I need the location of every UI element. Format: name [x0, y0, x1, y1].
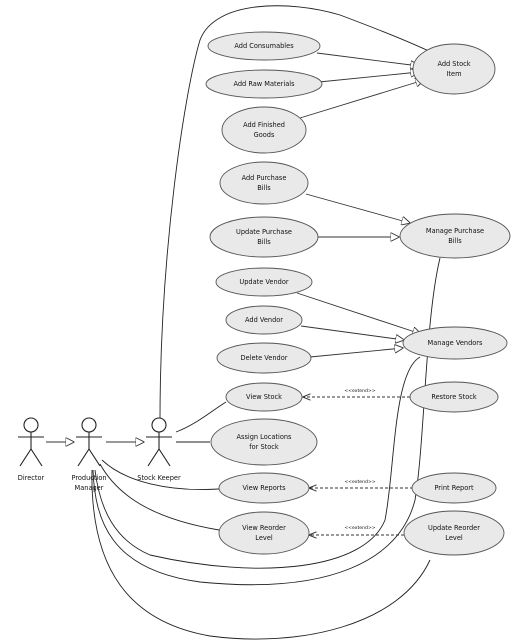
svg-text:Add Consumables: Add Consumables: [234, 42, 294, 50]
actors: Director Production Manager Stock Keeper: [18, 417, 181, 492]
svg-text:Add Vendor: Add Vendor: [245, 316, 283, 324]
svg-text:Manage Purchase: Manage Purchase: [426, 227, 484, 235]
svg-text:Print Report: Print Report: [434, 484, 474, 492]
assoc-stock-keeper-add-stock-item: [159, 5, 451, 421]
svg-text:View Reports: View Reports: [242, 484, 286, 492]
gen-add-consumables-add-stock-item: [316, 52, 419, 66]
actor-stock-keeper-label: Stock Keeper: [137, 474, 181, 482]
actor-stock-keeper[interactable]: Stock Keeper: [137, 417, 181, 482]
svg-text:Bills: Bills: [448, 237, 462, 245]
use-case-add-raw-materials[interactable]: Add Raw Materials: [205, 69, 323, 99]
svg-text:Add Raw Materials: Add Raw Materials: [233, 80, 295, 88]
assoc-production-manager-view-reorder-level: [99, 463, 220, 531]
actor-production-manager-label-1: Production: [71, 474, 106, 482]
actor-director-label: Director: [18, 474, 45, 482]
actor-production-manager[interactable]: Production Manager: [71, 417, 107, 492]
svg-text:Assign Locations: Assign Locations: [237, 433, 293, 441]
extends: <<extend>> <<extend>> <<extend>>: [303, 388, 413, 535]
svg-text:Restore Stock: Restore Stock: [431, 393, 477, 401]
gen-update-vendor-manage-vendors: [296, 292, 421, 334]
use-case-add-stock-item[interactable]: Add Stock Item: [412, 43, 496, 95]
use-cases: Add Consumables Add Raw Materials Add Fi…: [205, 31, 511, 556]
use-case-delete-vendor[interactable]: Delete Vendor: [216, 342, 312, 374]
assoc-production-manager-view-reports: [101, 459, 220, 490]
extend-label-update-reorder-level: <<extend>>: [344, 525, 375, 531]
extend-label-restore-stock: <<extend>>: [344, 388, 375, 394]
use-case-view-reorder-level[interactable]: View Reorder Level: [218, 511, 310, 555]
use-case-update-vendor[interactable]: Update Vendor: [215, 267, 313, 297]
use-case-update-reorder-level[interactable]: Update Reorder Level: [403, 510, 505, 556]
svg-text:View Reorder: View Reorder: [242, 524, 286, 532]
svg-text:Add Purchase: Add Purchase: [242, 174, 287, 182]
use-case-assign-locations[interactable]: Assign Locations for Stock: [210, 418, 318, 466]
actor-director[interactable]: Director: [18, 417, 45, 482]
gen-delete-vendor-manage-vendors: [309, 348, 403, 358]
gen-add-finished-goods-add-stock-item: [299, 80, 424, 119]
assoc-production-manager-update-reorder-level: [91, 469, 431, 640]
svg-text:Bills: Bills: [257, 184, 271, 192]
gen-add-purchase-bills-manage-purchase-bills: [305, 193, 410, 223]
gen-add-raw-materials-add-stock-item: [318, 72, 419, 83]
actor-director-figure-icon: [18, 417, 44, 467]
svg-text:View Stock: View Stock: [246, 393, 282, 401]
associations: [91, 5, 451, 640]
assoc-production-manager-manage-vendors: [94, 356, 421, 569]
generalizations: [46, 52, 424, 442]
use-case-view-reports[interactable]: View Reports: [218, 472, 310, 504]
svg-text:Delete Vendor: Delete Vendor: [241, 354, 288, 362]
assoc-production-manager-manage-purchase-bills: [92, 257, 441, 586]
use-case-manage-vendors[interactable]: Manage Vendors: [402, 326, 508, 360]
use-case-print-report[interactable]: Print Report: [411, 472, 497, 504]
use-case-restore-stock[interactable]: Restore Stock: [409, 381, 499, 413]
svg-text:Bills: Bills: [257, 238, 271, 246]
assoc-stock-keeper-view-stock: [175, 401, 227, 433]
svg-text:Add Stock: Add Stock: [437, 60, 470, 68]
svg-text:Update Reorder: Update Reorder: [428, 524, 480, 532]
use-case-add-purchase-bills[interactable]: Add Purchase Bills: [219, 161, 309, 205]
use-case-view-stock[interactable]: View Stock: [225, 382, 303, 412]
svg-text:Update Vendor: Update Vendor: [239, 278, 288, 286]
actor-stock-keeper-figure-icon: [146, 417, 172, 467]
gen-add-vendor-manage-vendors: [300, 325, 404, 340]
actor-production-manager-label-2: Manager: [75, 484, 104, 492]
svg-text:Item: Item: [446, 70, 461, 78]
use-case-add-consumables[interactable]: Add Consumables: [207, 31, 321, 61]
use-case-add-finished-goods[interactable]: Add Finished Goods: [221, 106, 307, 154]
svg-text:Update Purchase: Update Purchase: [236, 228, 292, 236]
svg-text:Goods: Goods: [254, 131, 275, 139]
use-case-update-purchase-bills[interactable]: Update Purchase Bills: [209, 216, 319, 258]
svg-text:Level: Level: [255, 534, 273, 542]
svg-text:Level: Level: [445, 534, 463, 542]
extend-label-print-report: <<extend>>: [344, 479, 375, 485]
svg-text:Manage Vendors: Manage Vendors: [428, 339, 483, 347]
svg-text:for Stock: for Stock: [249, 443, 279, 451]
svg-text:Add Finished: Add Finished: [243, 121, 285, 129]
use-case-add-vendor[interactable]: Add Vendor: [225, 305, 303, 335]
use-case-manage-purchase-bills[interactable]: Manage Purchase Bills: [399, 213, 511, 259]
actor-production-manager-figure-icon: [76, 417, 102, 467]
